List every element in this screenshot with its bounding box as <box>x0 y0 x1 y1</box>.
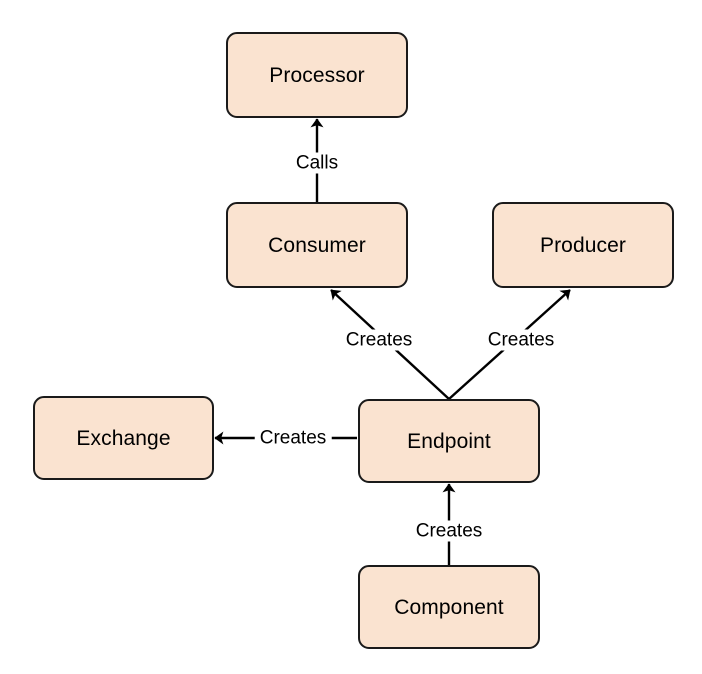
node-label-component: Component <box>394 595 504 619</box>
node-processor[interactable]: Processor <box>226 32 408 118</box>
node-label-producer: Producer <box>539 233 626 257</box>
edge-label-creates-producer: Creates <box>482 329 560 351</box>
node-label-consumer: Consumer <box>268 233 366 257</box>
node-label-processor: Processor <box>269 63 365 87</box>
edge-label-creates-exchange: Creates <box>254 427 332 449</box>
edge-label-creates-consumer: Creates <box>340 329 418 351</box>
node-label-exchange: Exchange <box>76 426 171 450</box>
node-consumer[interactable]: Consumer <box>226 202 408 288</box>
node-exchange[interactable]: Exchange <box>33 396 214 480</box>
node-producer[interactable]: Producer <box>492 202 674 288</box>
node-component[interactable]: Component <box>358 565 540 649</box>
edge-label-calls: Calls <box>290 152 344 174</box>
node-endpoint[interactable]: Endpoint <box>358 399 540 483</box>
edge-label-creates-endpoint: Creates <box>410 520 488 542</box>
node-label-endpoint: Endpoint <box>407 429 491 453</box>
